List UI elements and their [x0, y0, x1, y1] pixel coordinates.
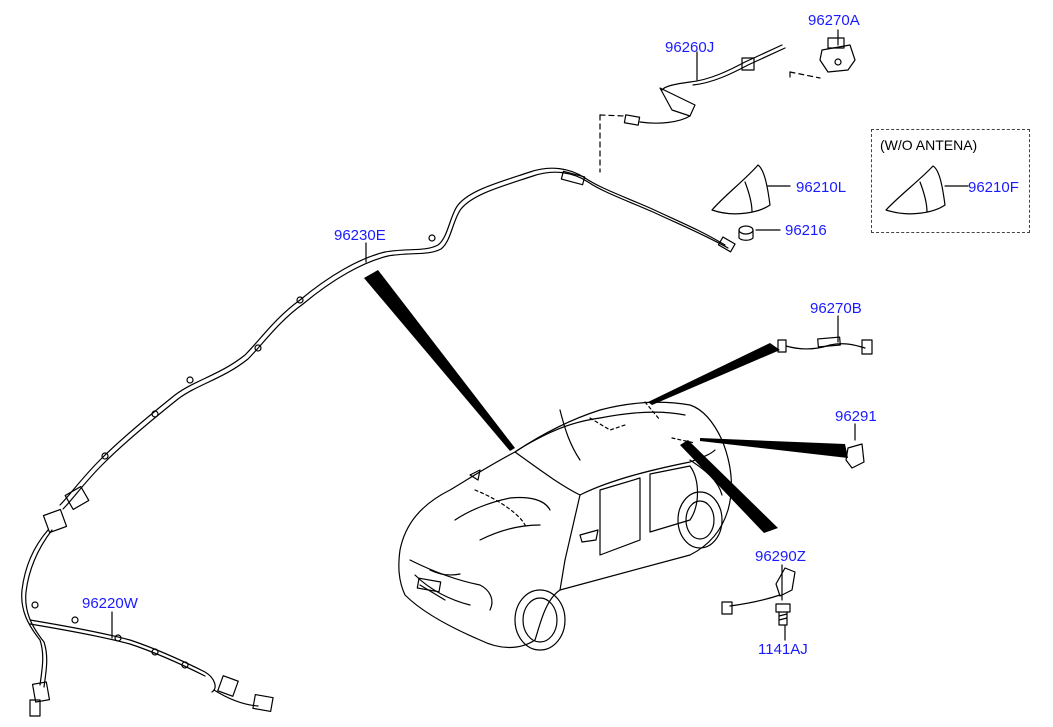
car-illustration [398, 401, 732, 651]
label-96210f[interactable]: 96210F [968, 179, 1019, 196]
label-96290z[interactable]: 96290Z [755, 548, 806, 565]
label-96230e[interactable]: 96230E [334, 227, 386, 244]
cable-96270b [777, 336, 873, 355]
shark-fin-antenna-96210l [711, 164, 771, 215]
bolt-1141aj [775, 603, 791, 626]
variant-box-title: (W/O ANTENA) [880, 137, 978, 153]
callout-wedges [364, 270, 848, 533]
label-1141aj[interactable]: 1141AJ [758, 641, 808, 658]
variant-box [871, 129, 1030, 233]
label-96270a[interactable]: 96270A [808, 12, 860, 29]
label-96220w[interactable]: 96220W [82, 595, 138, 612]
leader-lines [111, 29, 969, 641]
label-96216[interactable]: 96216 [785, 222, 827, 239]
shark-fin-antenna-96210f [885, 165, 946, 215]
label-96270b[interactable]: 96270B [810, 300, 862, 317]
sensor-96290z [721, 567, 796, 615]
label-96260j[interactable]: 96260J [665, 39, 715, 56]
pillar-harness-96220w [21, 485, 274, 717]
label-96210l[interactable]: 96210L [796, 179, 847, 196]
clip-96291 [845, 443, 865, 469]
grommet-96216 [738, 225, 754, 241]
roof-harness-96230e [59, 167, 736, 510]
antenna-cable-96260j [599, 44, 821, 173]
label-96291[interactable]: 96291 [835, 408, 877, 425]
amplifier-96270a [819, 37, 856, 73]
